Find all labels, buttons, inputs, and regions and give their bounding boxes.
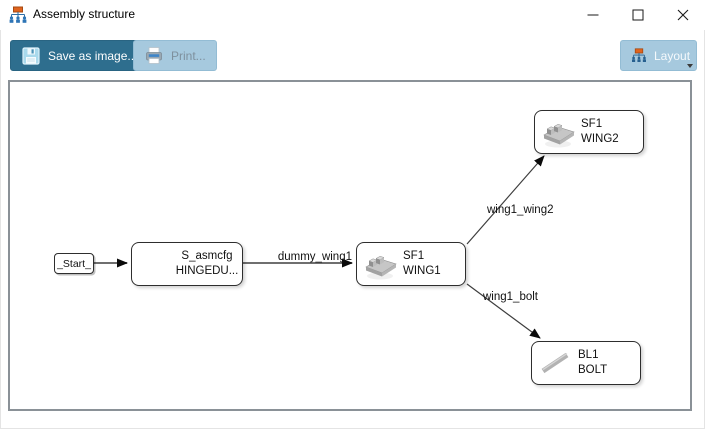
print-button[interactable]: Print...: [133, 40, 217, 71]
close-icon: [677, 9, 688, 21]
toolbar: Save as image... Print... Layout: [0, 36, 705, 76]
node-sf1-wing1-name: SF1: [403, 250, 425, 262]
save-as-image-button[interactable]: Save as image...: [10, 40, 149, 71]
node-bl1-bolt-subname: BOLT: [578, 364, 608, 376]
node-sf1-wing2-name: SF1: [581, 118, 603, 130]
node-sf1-wing1-subname: WING1: [403, 265, 441, 277]
node-bl1-bolt[interactable]: BL1 BOLT: [531, 341, 641, 385]
edge-label-wing1-bolt: wing1_bolt: [482, 291, 539, 303]
node-sf1-wing1[interactable]: SF1 WING1: [356, 242, 466, 286]
edge-label-dummy-wing1: dummy_wing1: [278, 251, 352, 263]
printer-icon: [146, 46, 162, 64]
layout-button[interactable]: Layout: [620, 40, 697, 71]
node-bl1-bolt-name: BL1: [578, 349, 599, 361]
node-s-asmcfg-subname: HINGEDU...: [175, 265, 239, 277]
org-chart-icon: [9, 6, 27, 23]
edge-wing1-wing2: [466, 155, 545, 245]
close-button[interactable]: [660, 0, 705, 30]
minimize-icon: [587, 14, 598, 16]
node-s-asmcfg[interactable]: S_asmcfg HINGEDU...: [131, 242, 243, 286]
window-title: Assembly structure: [33, 7, 136, 21]
assembly-diagram-canvas[interactable]: dummy_wing1 wing1_wing2 wing1_bolt _Star…: [8, 80, 692, 411]
node-sf1-wing2[interactable]: SF1 WING2: [534, 110, 644, 154]
edge-wing1-bolt: [466, 283, 541, 339]
node-start-label: _Start_: [57, 257, 91, 270]
wing-part-icon: [543, 124, 575, 148]
floppy-disk-icon: [22, 46, 40, 65]
maximize-button[interactable]: [615, 0, 660, 30]
save-as-image-label: Save as image...: [48, 48, 138, 63]
node-start[interactable]: _Start_: [54, 253, 94, 274]
maximize-icon: [632, 9, 643, 21]
edge-layer: dummy_wing1 wing1_wing2 wing1_bolt: [94, 155, 554, 339]
chevron-down-icon: [687, 64, 693, 68]
node-s-asmcfg-name: S_asmcfg: [181, 250, 233, 262]
title-bar: Assembly structure: [0, 0, 705, 30]
print-label: Print...: [171, 48, 206, 63]
layout-label: Layout: [654, 48, 691, 63]
minimize-button[interactable]: [570, 0, 615, 30]
bolt-part-icon: [541, 352, 569, 374]
wing-part-icon: [365, 256, 397, 280]
org-chart-icon: [632, 48, 646, 62]
edge-label-wing1-wing2: wing1_wing2: [486, 204, 554, 216]
window-controls: [570, 0, 705, 30]
node-sf1-wing2-subname: WING2: [581, 133, 619, 145]
